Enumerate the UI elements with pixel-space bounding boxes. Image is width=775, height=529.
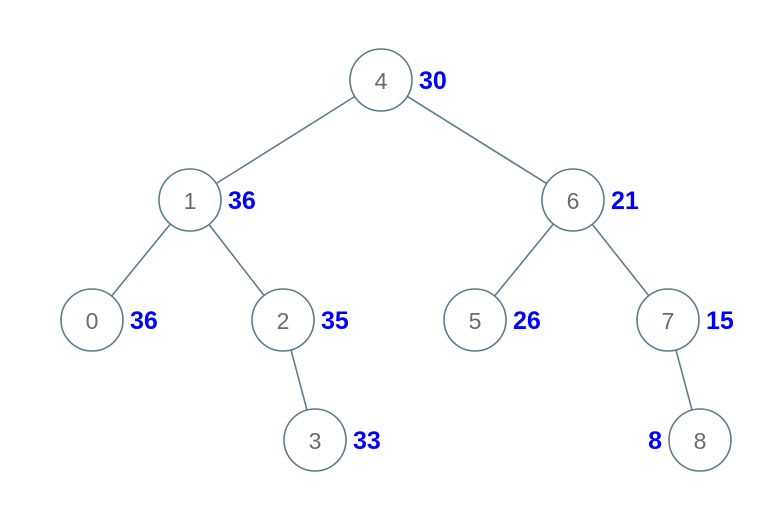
node-weight-label-1: 36 — [228, 187, 256, 215]
tree-node-5[interactable]: 5 26 — [443, 288, 541, 352]
node-circle-0[interactable] — [60, 288, 124, 352]
node-circle-7[interactable] — [636, 288, 700, 352]
node-circle-3[interactable] — [283, 408, 347, 472]
tree-node-6[interactable]: 6 21 — [541, 168, 639, 232]
tree-edge-7-8 — [675, 349, 693, 411]
node-id-label-7: 7 — [662, 308, 675, 334]
node-weight-label-2: 35 — [321, 307, 349, 335]
tree-edge-2-3 — [290, 349, 308, 411]
node-weight-label-0: 36 — [130, 307, 158, 335]
tree-node-7[interactable]: 7 15 — [636, 288, 734, 352]
tree-node-1[interactable]: 1 36 — [158, 168, 256, 232]
tree-node-8[interactable]: 88 — [648, 408, 732, 472]
node-weight-label-5: 26 — [513, 307, 541, 335]
tree-edge-4-1 — [215, 95, 356, 185]
node-weight-label-8: 8 — [648, 427, 662, 455]
node-id-label-3: 3 — [309, 428, 322, 454]
node-weight-label-3: 33 — [353, 427, 381, 455]
node-id-label-8: 8 — [694, 428, 707, 454]
node-circle-5[interactable] — [443, 288, 507, 352]
node-id-label-1: 1 — [184, 188, 197, 214]
tree-edge-4-6 — [406, 95, 548, 185]
node-circle-8[interactable] — [668, 408, 732, 472]
tree-edge-1-2 — [208, 224, 265, 296]
node-circle-2[interactable] — [251, 288, 315, 352]
node-circle-4[interactable] — [349, 48, 413, 112]
tree-node-0[interactable]: 0 36 — [60, 288, 158, 352]
node-weight-label-7: 15 — [706, 307, 734, 335]
node-weight-label-6: 21 — [611, 187, 639, 215]
node-id-label-4: 4 — [375, 68, 388, 94]
node-id-label-5: 5 — [469, 308, 482, 334]
edges-group — [110, 95, 693, 411]
node-circle-6[interactable] — [541, 168, 605, 232]
node-id-label-6: 6 — [567, 188, 580, 214]
node-circle-1[interactable] — [158, 168, 222, 232]
tree-edge-1-0 — [110, 223, 172, 297]
tree-node-4[interactable]: 4 30 — [349, 48, 447, 112]
node-id-label-0: 0 — [86, 308, 99, 334]
tree-node-2[interactable]: 2 35 — [251, 288, 349, 352]
tree-edge-6-7 — [591, 223, 650, 297]
node-id-label-2: 2 — [277, 308, 290, 334]
node-weight-label-4: 30 — [419, 67, 447, 95]
tree-edge-6-5 — [493, 223, 555, 297]
